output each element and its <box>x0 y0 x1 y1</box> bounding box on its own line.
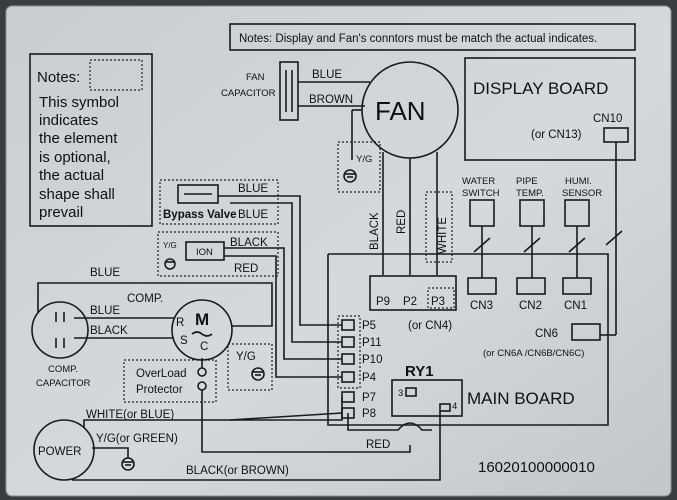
relay-box <box>391 379 463 417</box>
sensor-cn3: CN3 <box>470 300 493 312</box>
fan-label: FAN <box>375 96 426 126</box>
sensor-humi-label-2: SENSOR <box>562 188 602 199</box>
overload-label-1: OverLoad <box>136 368 187 380</box>
notes-line-4: is optional, <box>39 149 111 166</box>
ground-icon <box>164 258 176 270</box>
main-board: CN6 (or CN6A /CN6B/CN6C) MAIN BOARD RY1 … <box>327 253 609 426</box>
terminal-c: C <box>200 341 208 353</box>
relay-pin-3: 3 <box>398 388 403 399</box>
bypass-wire-top: BLUE <box>238 183 268 195</box>
notes-banner-text: Notes: Display and Fan's conntors must b… <box>239 33 597 45</box>
ion-wire-top: BLACK <box>230 237 268 249</box>
notes-line-3: the element <box>39 130 118 147</box>
notes-line-6: shape shall <box>39 186 115 203</box>
sensors: WATER SWITCH CN3 PIPE TEMP. CN2 HUMI. SE… <box>462 176 602 312</box>
optional-symbol-icon <box>89 59 143 91</box>
sensor-water-label-2: SWITCH <box>462 188 500 199</box>
comp-capacitor-label-2: CAPACITOR <box>36 378 91 389</box>
ground-icon <box>121 457 135 471</box>
power-wire-black: BLACK(or BROWN) <box>186 465 289 477</box>
cn6-alt-label: (or CN6A /CN6B/CN6C) <box>483 348 584 359</box>
overload-protector: OverLoad Protector <box>123 358 411 453</box>
pin-p4: P4 <box>362 372 377 384</box>
notes-line-1: This symbol <box>39 94 119 111</box>
relay-pin-4: 4 <box>452 401 457 412</box>
sensor-cn2: CN2 <box>519 300 542 312</box>
notes-banner: Notes: Display and Fan's conntors must b… <box>229 23 636 51</box>
main-board-label: MAIN BOARD <box>467 389 575 408</box>
comp-capacitor-label-1: COMP. <box>48 364 78 375</box>
sensor-pipe-label-2: TEMP. <box>516 188 544 199</box>
comp-capacitor-wire-blue: BLUE <box>90 305 120 317</box>
compressor-label: COMP. <box>127 293 163 305</box>
sensor-cn1: CN1 <box>564 300 587 312</box>
sensor-humi-label-1: HUMI. <box>565 176 592 187</box>
power-wire-red: RED <box>366 439 390 451</box>
bypass-label: Bypass Valve <box>163 209 237 221</box>
pin-p3: P3 <box>431 296 445 308</box>
ion-label: ION <box>196 247 213 258</box>
terminal-s: S <box>180 335 188 347</box>
fan-pin-block <box>369 275 457 311</box>
sensor-water-label-1: WATER <box>462 176 495 187</box>
terminal-r: R <box>176 317 184 329</box>
ion-generator: Y/G ION BLACK RED <box>157 231 342 378</box>
cn6-connector <box>571 323 601 341</box>
display-board: DISPLAY BOARD CN10 (or CN13) <box>464 57 636 336</box>
pin-p5: P5 <box>362 320 376 332</box>
part-number: 16020100000010 <box>478 459 595 476</box>
cn10-alt-label: (or CN13) <box>531 129 582 141</box>
compressor-ground: Y/G <box>236 351 256 363</box>
ion-ground: Y/G <box>163 241 177 250</box>
ground-icon <box>343 169 357 183</box>
fan-capacitor: FAN CAPACITOR BLUE BROWN <box>221 61 370 121</box>
power-wire-yg: Y/G(or GREEN) <box>96 433 178 445</box>
fan-pins-alt: (or CN4) <box>408 320 452 332</box>
main-pin-column: P5 P11 P10 P4 P7 P8 <box>337 315 382 420</box>
fan-capacitor-label-2: CAPACITOR <box>221 88 276 99</box>
fan-capacitor-label-1: FAN <box>246 72 265 83</box>
label-background <box>5 5 672 497</box>
fan-ground-box <box>337 141 381 193</box>
fan-wire-brown: BROWN <box>309 94 353 106</box>
bypass-valve: Bypass Valve BLUE BLUE <box>159 179 342 343</box>
pin-p9: P9 <box>376 296 390 308</box>
cn10-label: CN10 <box>593 113 622 125</box>
display-board-label: DISPLAY BOARD <box>473 79 608 98</box>
fan-wire-blue: BLUE <box>312 69 342 81</box>
sensor-pipe-label-1: PIPE <box>516 176 538 187</box>
compressor: COMP. M R S C Y/G <box>127 290 273 391</box>
power-label: POWER <box>38 446 81 458</box>
compressor-symbol: M <box>195 310 209 329</box>
comp-capacitor-wire-black: BLACK <box>90 325 128 337</box>
notes-line-7: prevail <box>39 204 83 221</box>
notes-title: Notes: <box>37 69 80 86</box>
fan-ground-label: Y/G <box>356 154 372 165</box>
comp-capacitor-wire-outer: BLUE <box>90 267 120 279</box>
compressor-capacitor: COMP. CAPACITOR BLUE BLUE BLACK <box>31 267 273 389</box>
notes-box: Notes: This symbol indicates the element… <box>29 53 153 227</box>
pin-p7: P7 <box>362 392 376 404</box>
power-wire-white: WHITE(or BLUE) <box>86 409 174 421</box>
fan-lead-black: BLACK <box>369 212 381 250</box>
fan-leads: BLACK RED WHITE P9 P2 P3 (or CN4) <box>369 152 457 332</box>
ion-wire-bottom: RED <box>234 263 258 275</box>
pin-p10: P10 <box>362 354 382 366</box>
overload-label-2: Protector <box>136 384 183 396</box>
relay-label: RY1 <box>405 363 434 380</box>
fan-lead-red: RED <box>396 210 408 234</box>
pin-p8: P8 <box>362 408 376 420</box>
notes-line-5: the actual <box>39 167 104 184</box>
cn6-label: CN6 <box>535 328 558 340</box>
notes-line-2: indicates <box>39 112 98 129</box>
pin-p11: P11 <box>362 337 382 349</box>
ground-icon <box>251 367 265 381</box>
pin-p2: P2 <box>403 296 417 308</box>
fan-lead-white: WHITE <box>437 217 449 254</box>
bypass-wire-bottom: BLUE <box>238 209 268 221</box>
power-plug: POWER WHITE(or BLUE) Y/G(or GREEN) BLACK… <box>33 397 441 481</box>
